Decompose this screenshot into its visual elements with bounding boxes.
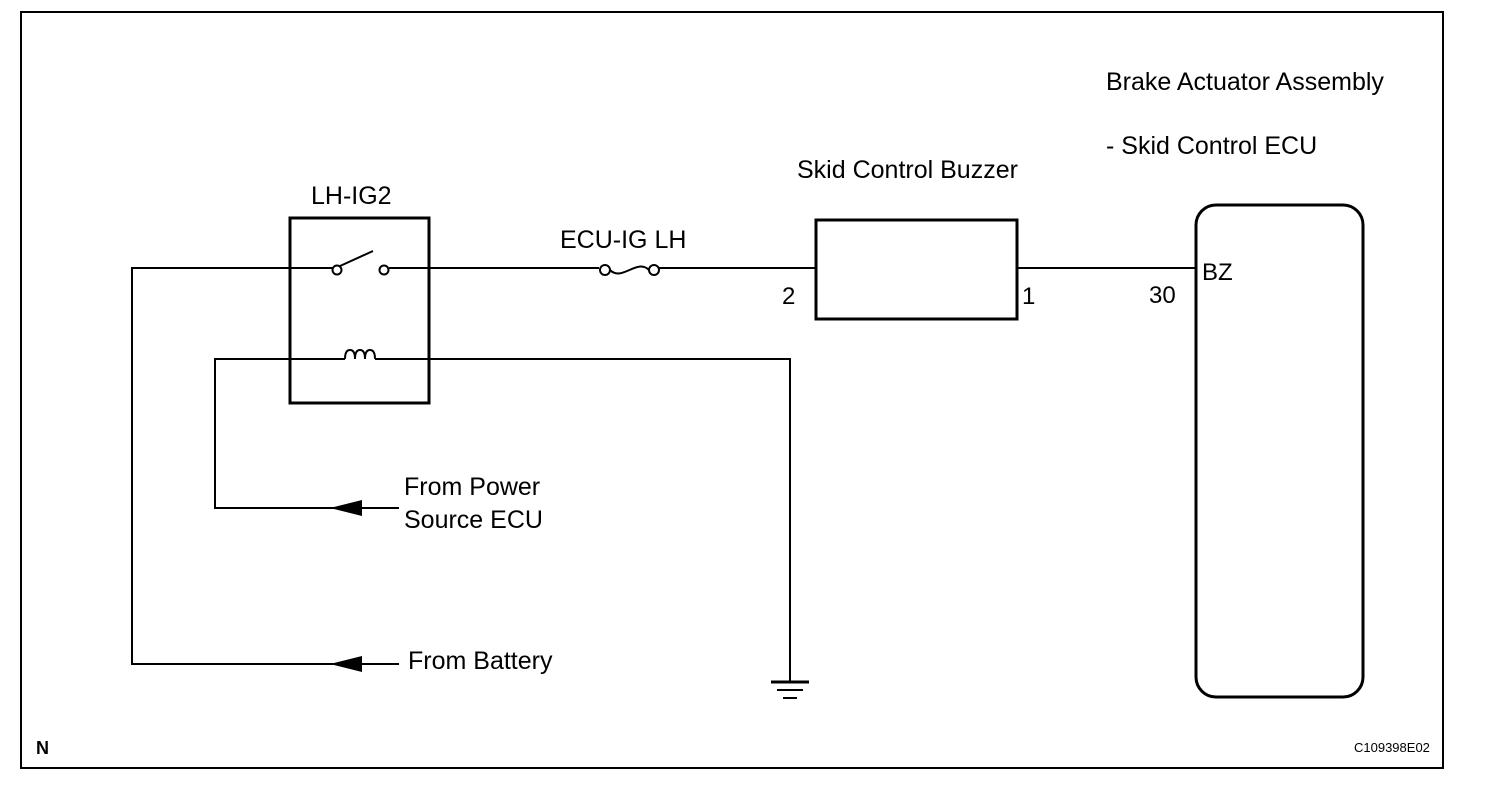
diagram-frame: [20, 11, 1444, 769]
battery-label: From Battery: [408, 647, 553, 675]
buzzer-pin-left: 2: [782, 283, 795, 310]
buzzer-box: [814, 218, 1019, 321]
ecu-title-line1: Brake Actuator Assembly: [1106, 68, 1384, 96]
relay-label: LH-IG2: [311, 182, 392, 210]
power-source-label-line1: From Power: [404, 473, 540, 501]
ecu-pin-number: 30: [1149, 282, 1176, 309]
ecu-title-line2: - Skid Control ECU: [1106, 132, 1317, 160]
corner-mark: N: [36, 738, 49, 758]
buzzer-pin-right: 1: [1022, 283, 1035, 310]
battery-feed-wire: [131, 267, 399, 665]
ground-wire: [375, 358, 791, 682]
power-source-label-line2: Source ECU: [404, 506, 543, 534]
fuse-label: ECU-IG LH: [560, 226, 686, 254]
fuse-icon: [599, 264, 660, 276]
ground-icon: [771, 680, 809, 699]
power-source-wire: [214, 358, 399, 509]
figure-code: C109398E02: [1354, 740, 1430, 755]
relay-box: [288, 216, 431, 405]
power-source-arrow-icon: [330, 500, 362, 516]
ecu-pin-name: BZ: [1202, 259, 1233, 286]
buzzer-label: Skid Control Buzzer: [797, 156, 1018, 184]
relay-switch-icon: [331, 250, 390, 276]
ecu-box: [1194, 203, 1365, 699]
relay-coil-icon: [344, 348, 376, 360]
battery-arrow-icon: [330, 656, 362, 672]
